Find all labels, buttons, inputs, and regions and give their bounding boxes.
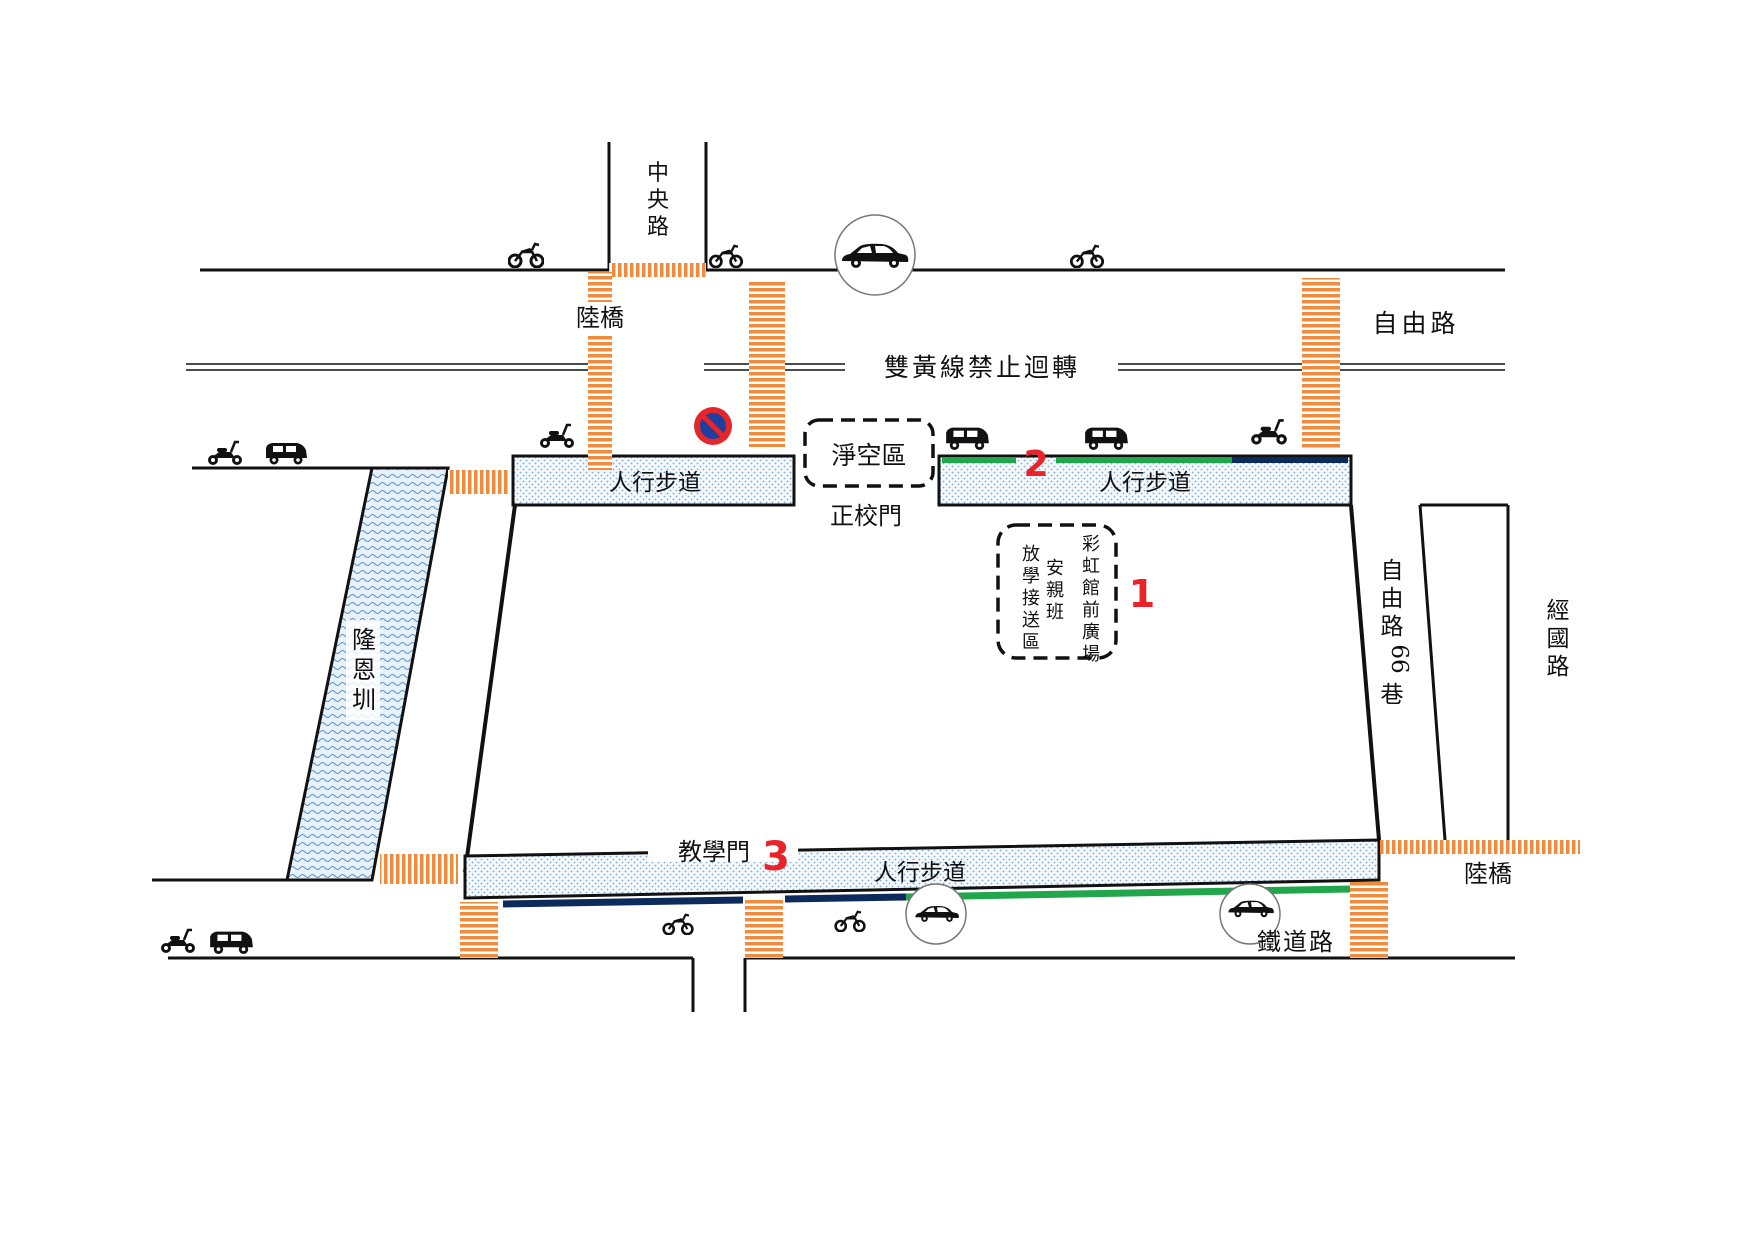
- jingguo-char: 經: [1547, 598, 1570, 624]
- crosswalk-ziyou-west: [749, 280, 785, 447]
- campus-boundary-east: [1349, 504, 1381, 841]
- crosswalk-canal-north: [448, 470, 508, 494]
- lane66-number: 66: [1386, 644, 1412, 673]
- canal-char: 恩: [352, 656, 376, 684]
- plaza-subtitle-char: 安: [1046, 558, 1064, 579]
- crosswalk-footbridge-north: [588, 272, 612, 470]
- jingguo-char: 國: [1547, 626, 1570, 652]
- teaching-gate-label: 教學門: [678, 838, 750, 866]
- zhongyang-road-char-3: 路: [647, 215, 669, 240]
- car-icon: [1219, 883, 1281, 945]
- scooter-icon: [1249, 419, 1289, 446]
- sidewalk-north-east-label: 人行步道: [1099, 470, 1191, 496]
- crosswalk-zhongyang: [609, 263, 706, 277]
- plaza-desc-char: 區: [1022, 632, 1040, 653]
- motorcycle-icon: [662, 913, 694, 935]
- car-icon: [210, 931, 253, 954]
- crosswalk-tiedao-west: [460, 902, 498, 958]
- sidewalk-north-west: [511, 454, 796, 507]
- plaza-title-char: 前: [1082, 600, 1100, 621]
- car-icon: [834, 214, 916, 296]
- label-ziyou-lane66: 自 由 路 66 巷: [1381, 558, 1413, 708]
- curb-line-green-south: [905, 885, 1351, 901]
- plaza-title-char: 館: [1082, 578, 1100, 599]
- jingguo-road-edge-west: [1418, 504, 1447, 841]
- label-longen-canal: 隆 恩 圳: [346, 620, 380, 720]
- tiedao-road-label: 鐵道路: [1257, 928, 1335, 956]
- plaza-pickup-zone-box: [996, 523, 1118, 660]
- zhongyang-road-char-1: 中: [647, 161, 669, 186]
- plaza-desc-char: 學: [1022, 566, 1040, 587]
- scooter-icon: [206, 440, 244, 466]
- plaza-title-char: 虹: [1082, 556, 1100, 577]
- curb-line-navy-south-b: [784, 893, 907, 903]
- plaza-subtitle-char: 班: [1046, 602, 1064, 623]
- plaza-subtitle-column: 安 親 班: [1046, 558, 1064, 623]
- motorcycle-icon: [834, 910, 866, 932]
- lane66-char: 自: [1381, 558, 1404, 584]
- clear-zone-label: 淨空區: [831, 441, 906, 470]
- motorcycle-icon: [709, 244, 743, 268]
- marker-2: 2: [1023, 444, 1048, 485]
- plaza-title-column: 彩 虹 館 前 廣 場: [1082, 534, 1100, 665]
- crosswalk-ziyou-east: [1302, 278, 1340, 448]
- main-gate-label: 正校門: [830, 502, 902, 530]
- lane66-char: 巷: [1381, 682, 1404, 708]
- scooter-icon: [159, 928, 197, 954]
- plaza-desc-char: 送: [1022, 610, 1040, 631]
- jingguo-char: 路: [1547, 654, 1570, 680]
- car-icon: [905, 883, 967, 945]
- footbridge-southeast-label: 陸橋: [1464, 860, 1512, 888]
- motorcycle-icon: [508, 242, 544, 268]
- footbridge-north-label-bg: [572, 302, 628, 336]
- crosswalk-footbridge-southeast: [1380, 840, 1580, 854]
- label-jingguo-road: 經 國 路: [1547, 598, 1570, 680]
- ziyou-road-label: 自由路: [1372, 309, 1459, 338]
- canal-char: 隆: [352, 626, 376, 654]
- teaching-gate-gap: [648, 832, 798, 862]
- lane66-char: 由: [1381, 586, 1404, 612]
- scooter-icon: [538, 423, 576, 449]
- crosswalk-tiedao-east: [1350, 882, 1388, 958]
- curb-line-navy-south-a: [502, 896, 744, 908]
- plaza-desc-char: 接: [1022, 588, 1040, 609]
- plaza-title-char: 場: [1082, 644, 1100, 665]
- crosswalks: [380, 263, 1580, 958]
- sidewalk-north-east: [937, 454, 1353, 507]
- car-icon: [1085, 427, 1128, 450]
- label-zhongyang-road: 中 央 路: [647, 161, 669, 240]
- no-parking-icon: [694, 407, 732, 445]
- lane66-char: 路: [1381, 614, 1404, 640]
- crosswalk-tiedao-mid: [745, 900, 783, 958]
- marker-1: 1: [1129, 572, 1155, 616]
- marker-3: 3: [762, 834, 790, 880]
- sidewalk-north-west-label: 人行步道: [609, 470, 701, 496]
- footbridge-north-label: 陸橋: [576, 304, 624, 332]
- plaza-desc-column: 放 學 接 送 區: [1022, 544, 1040, 653]
- plaza-title-char: 廣: [1082, 622, 1100, 643]
- plaza-desc-char: 放: [1022, 544, 1040, 565]
- canal-char: 圳: [352, 686, 376, 714]
- clear-zone-box: [803, 418, 935, 488]
- plaza-subtitle-char: 親: [1046, 580, 1064, 601]
- car-icon: [946, 427, 989, 450]
- campus-boundary: [463, 504, 517, 873]
- car-icon: [266, 443, 307, 465]
- sidewalk-south-label: 人行步道: [874, 860, 966, 886]
- motorcycle-icon: [1070, 244, 1104, 268]
- zhongyang-road-char-2: 央: [647, 188, 669, 213]
- plaza-title-char: 彩: [1082, 534, 1100, 555]
- double-yellow-line-label: 雙黃線禁止迴轉: [884, 353, 1080, 382]
- crosswalk-canal-south: [380, 854, 458, 884]
